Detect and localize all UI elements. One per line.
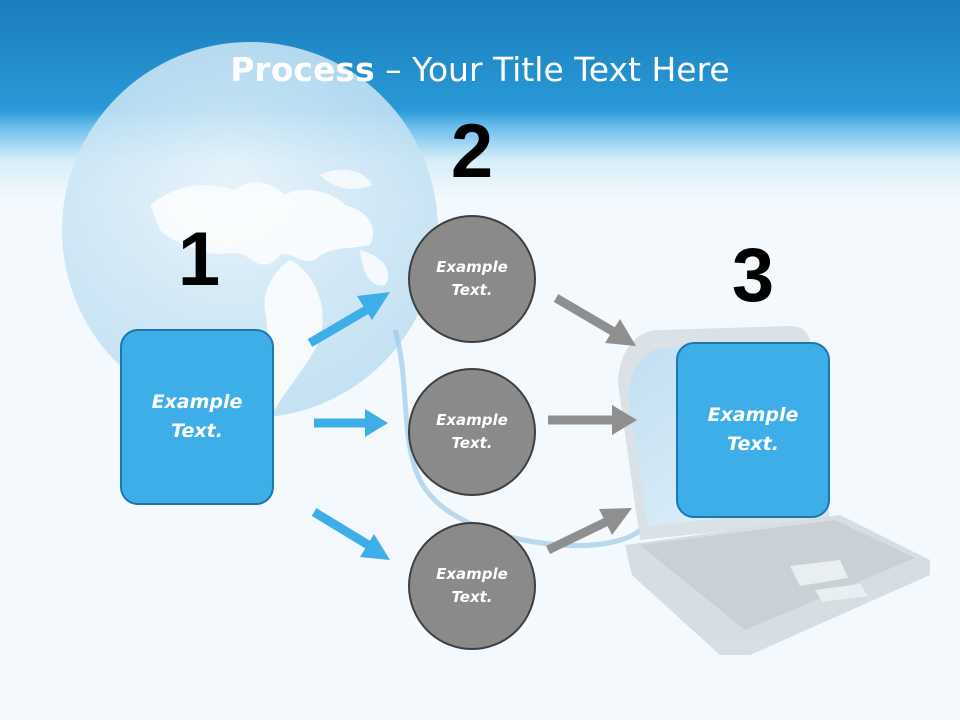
- step-1-box: Example Text.: [120, 329, 274, 505]
- title-bold: Process: [230, 50, 375, 89]
- slide-title: Process – Your Title Text Here: [0, 50, 960, 89]
- gray-arrow-right: [548, 405, 637, 435]
- step-2-text-top: Example Text.: [436, 258, 508, 299]
- step-2-circle-bottom: Example Text.: [408, 522, 536, 650]
- title-rest: – Your Title Text Here: [374, 50, 730, 89]
- blue-arrow-up: [307, 292, 390, 347]
- blue-arrow-right: [314, 409, 388, 437]
- step-2-circle-middle: Example Text.: [408, 368, 536, 496]
- step-number-2: 2: [450, 109, 494, 194]
- step-number-3: 3: [731, 233, 775, 318]
- step-number-1: 1: [177, 217, 221, 302]
- gray-arrow-up: [546, 508, 632, 555]
- step-2-text-middle: Example Text.: [436, 411, 508, 452]
- step-3-box: Example Text.: [676, 342, 830, 518]
- step-3-text: Example Text.: [707, 404, 799, 455]
- step-2-circle-top: Example Text.: [408, 215, 536, 343]
- step-1-text: Example Text.: [151, 391, 243, 442]
- gray-arrow-down: [553, 294, 636, 346]
- cable-line: [392, 329, 642, 549]
- blue-arrow-down: [311, 508, 390, 560]
- step-2-text-bottom: Example Text.: [436, 565, 508, 606]
